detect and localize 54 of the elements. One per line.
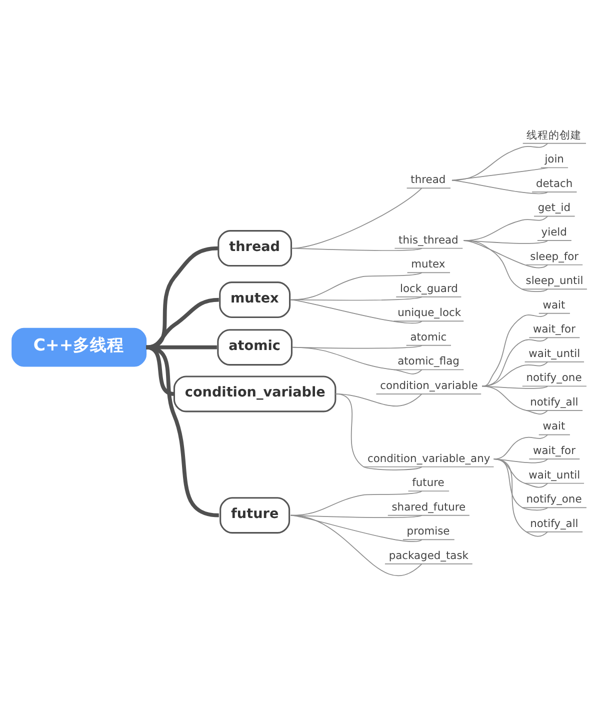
node-text: sleep_until — [526, 274, 584, 287]
node-text: 线程的创建 — [526, 128, 582, 141]
node-box: atomic — [217, 328, 292, 366]
connector — [146, 246, 218, 349]
node-text: future — [412, 476, 444, 489]
connector — [482, 360, 548, 386]
node-text: get_id — [538, 200, 571, 214]
node-box: C++多线程 — [12, 327, 147, 366]
connector — [463, 240, 548, 292]
node-box: condition_variable — [173, 375, 336, 412]
node-text: detach — [536, 176, 573, 190]
connector — [291, 247, 422, 251]
connector — [482, 385, 548, 414]
node-text: yield — [541, 224, 567, 238]
connector — [290, 272, 422, 300]
node-text: notify_all — [530, 516, 578, 530]
node-text: shared_future — [392, 500, 466, 513]
node-text: wait — [542, 419, 566, 432]
node-text: packaged_task — [388, 548, 468, 562]
connector — [335, 393, 422, 470]
node-text: notify_one — [526, 370, 582, 384]
node-text: mutex — [411, 257, 446, 270]
node-text: lock_guard — [400, 281, 458, 294]
node-text: condition_variable_any — [367, 451, 490, 464]
node-box: mutex — [219, 281, 291, 318]
node-text: condition_variable — [380, 378, 478, 392]
connector — [292, 346, 422, 374]
connector — [452, 166, 548, 180]
node-text: wait — [542, 298, 566, 311]
node-text: join — [544, 152, 564, 166]
connector — [146, 297, 219, 349]
connector — [482, 336, 548, 386]
node-text: notify_all — [530, 394, 578, 408]
node-text: unique_lock — [398, 306, 462, 319]
node-box: thread — [218, 230, 292, 266]
node-text: wait_for — [533, 443, 576, 456]
node-text: wait_until — [528, 468, 580, 481]
connector — [493, 458, 548, 536]
node-text: notify_one — [526, 492, 582, 506]
node-text: wait_for — [533, 322, 576, 336]
connector — [290, 298, 422, 324]
connector — [452, 179, 548, 194]
node-text: sleep_for — [530, 249, 579, 262]
node-box: future — [220, 496, 290, 534]
node-text: atomic — [410, 330, 447, 343]
node-text: thread — [410, 172, 446, 186]
node-text: this_thread — [398, 232, 458, 246]
node-text: wait_until — [528, 346, 580, 360]
node-text: atomic_flag — [398, 354, 460, 368]
connector — [146, 344, 220, 517]
connector — [290, 514, 422, 576]
node-text: promise — [406, 524, 450, 538]
connector — [452, 142, 548, 180]
connector — [482, 312, 548, 386]
